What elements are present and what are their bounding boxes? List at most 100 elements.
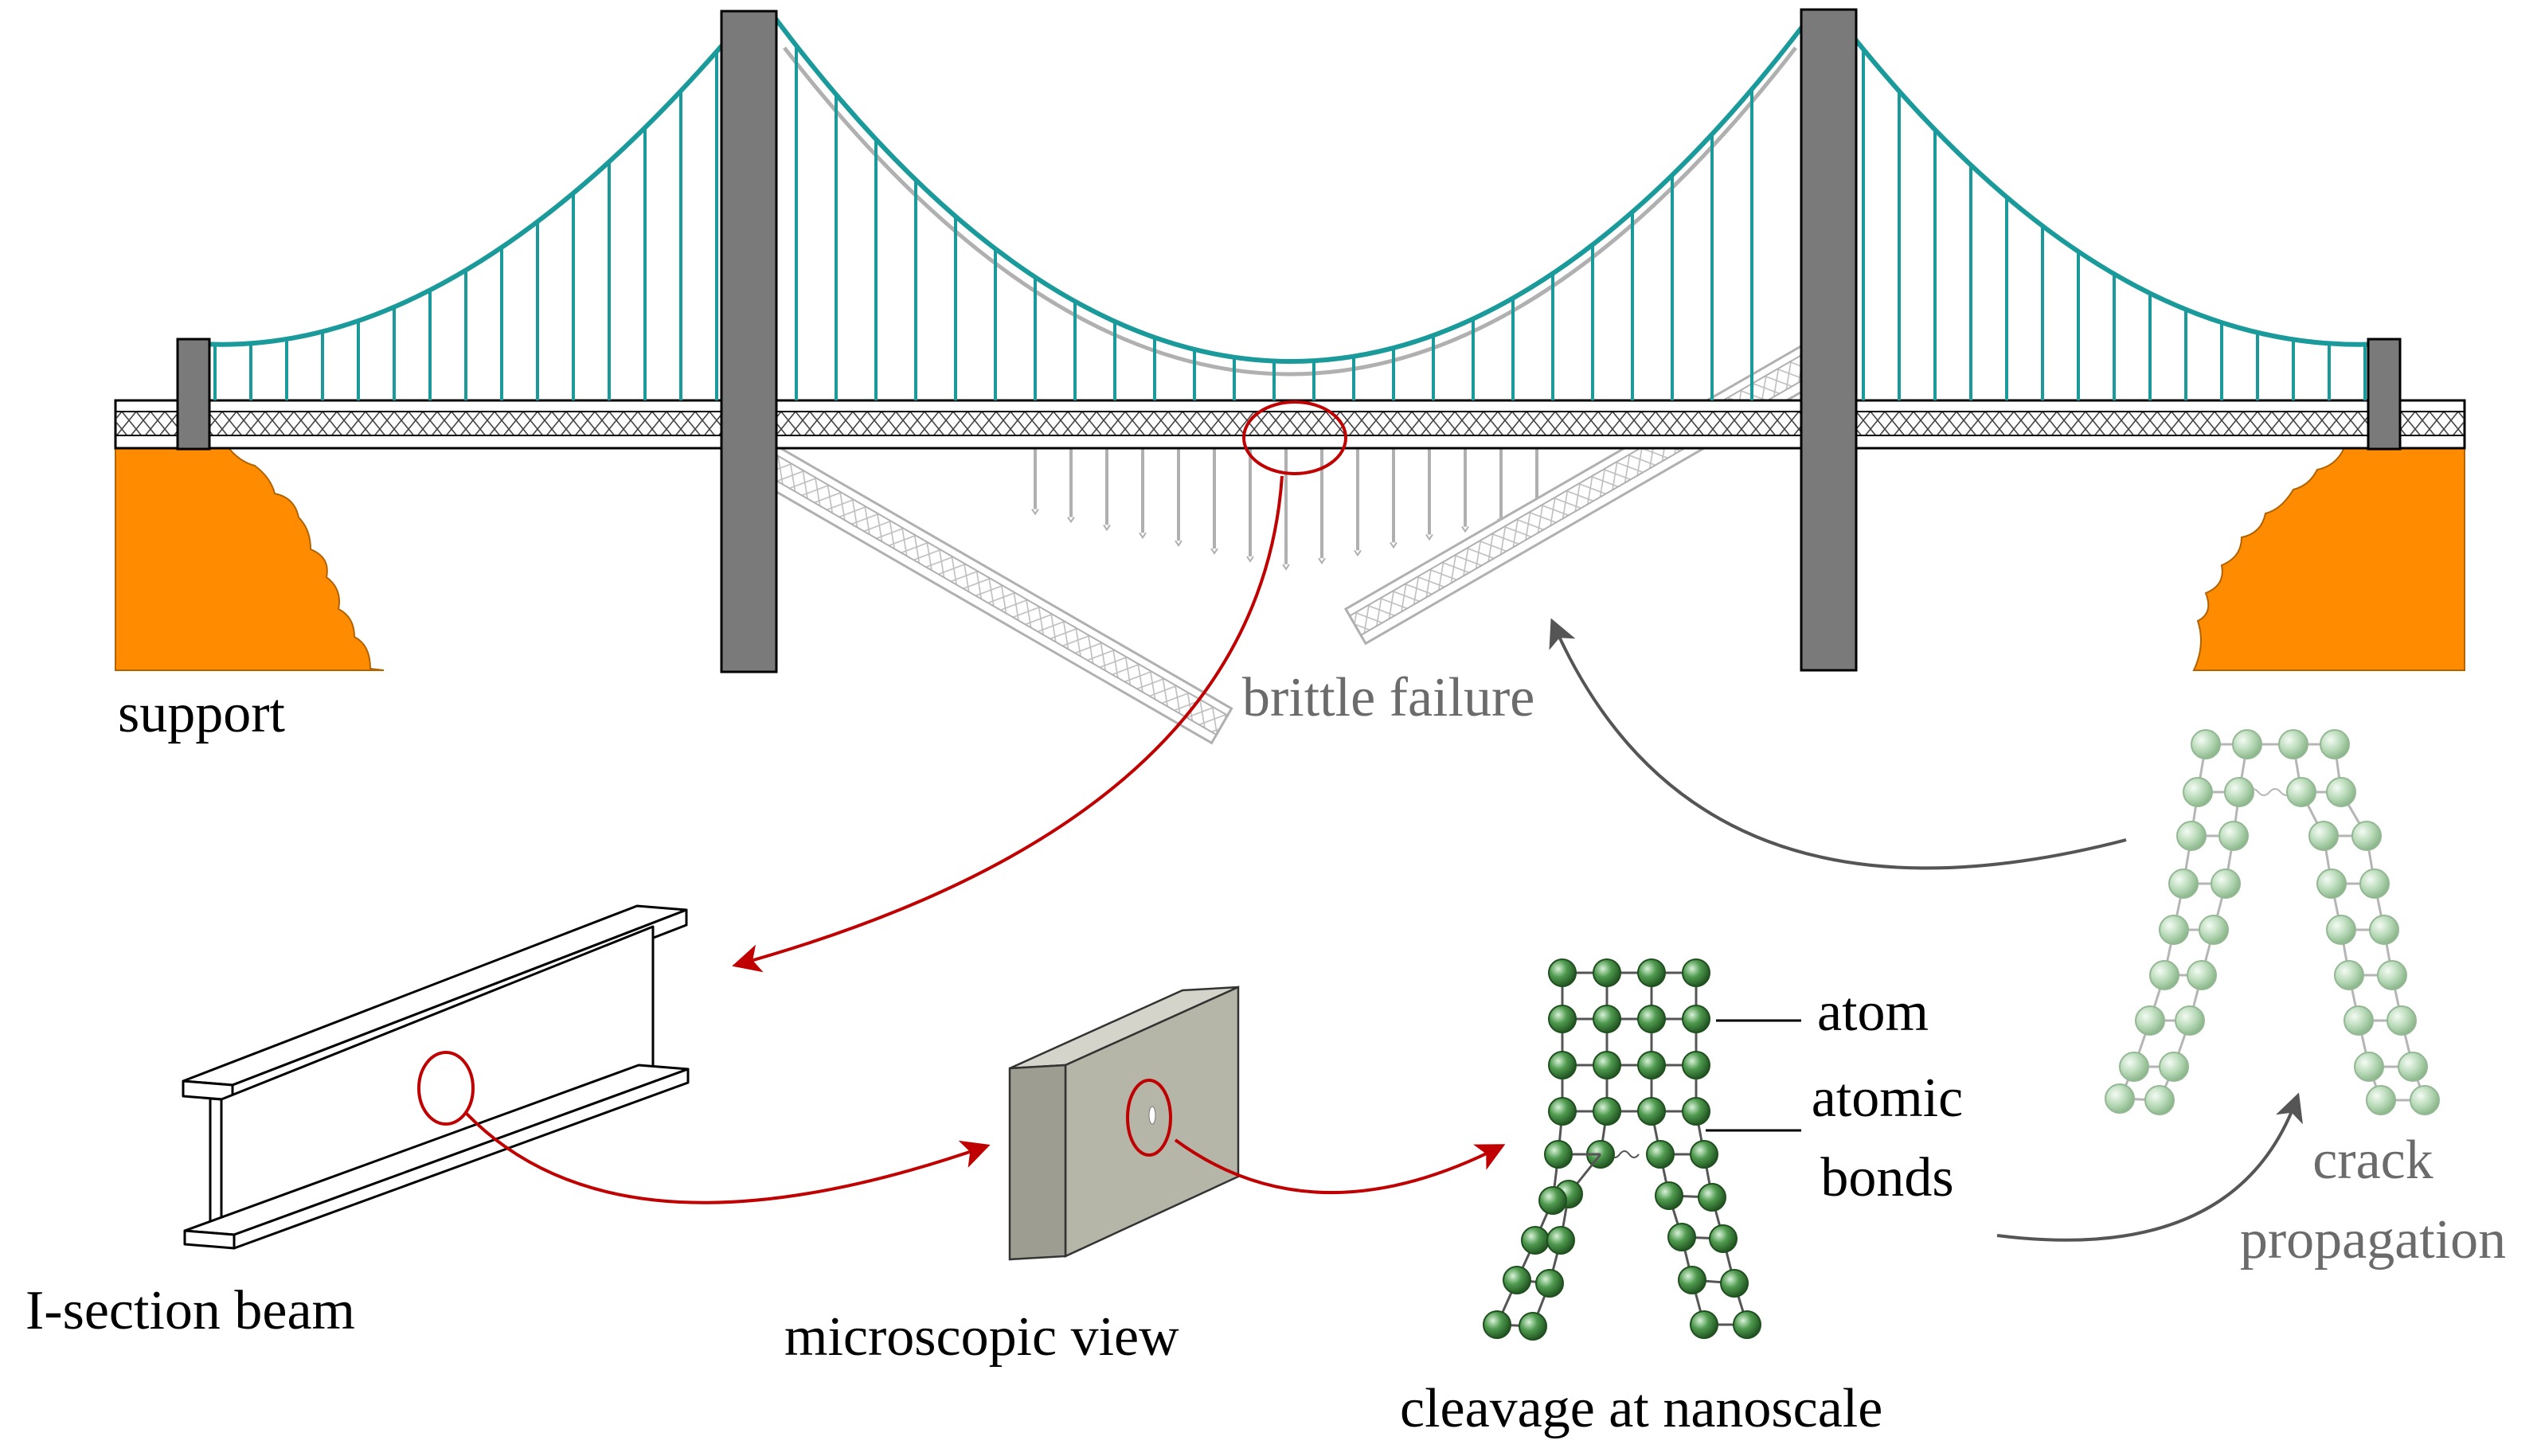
atomic-bonds-line1: atomic <box>1811 1068 1964 1129</box>
ghost-hanger-tip <box>1067 516 1075 524</box>
microscopic-plate <box>1008 986 1240 1261</box>
ghost-hanger-tip <box>1103 524 1111 532</box>
atom-sphere <box>2135 1005 2165 1036</box>
right-main-tower <box>1800 8 1858 672</box>
atom-sphere <box>1637 1051 1666 1079</box>
atom-sphere <box>1690 1310 1718 1339</box>
crack-propagation-label: crack propagation <box>2206 1133 2537 1268</box>
atom-sphere <box>1690 1140 1718 1169</box>
atom-sphere <box>2320 729 2350 759</box>
crack-line1: crack <box>2312 1130 2433 1191</box>
right-support <box>2192 445 2465 671</box>
atom-sphere <box>1593 958 1621 987</box>
ghost-hanger-tip <box>1175 540 1182 548</box>
atom-sphere <box>1483 1310 1511 1339</box>
atom-sphere <box>1637 1097 1666 1126</box>
atom-sphere <box>1548 1097 1577 1126</box>
atom-sphere <box>2344 1005 2374 1036</box>
atom-sphere <box>1678 1266 1706 1294</box>
atom-sphere <box>1544 1140 1573 1169</box>
atom-sphere <box>2218 821 2249 851</box>
atom-sphere <box>1538 1186 1567 1215</box>
arrow-deck-to-beam <box>732 475 1284 973</box>
atom-sphere <box>1519 1312 1547 1341</box>
falling-deck-right <box>1343 344 1823 646</box>
arrow-to-crack-propagation <box>1996 1092 2303 1242</box>
main-cables <box>201 13 2382 364</box>
atom-sphere <box>2326 915 2356 945</box>
atom-sphere <box>2119 1052 2149 1082</box>
arrow-beam-to-plate <box>464 1111 991 1204</box>
atom-sphere <box>2308 821 2339 851</box>
atom-sphere <box>1548 1051 1577 1079</box>
ghost-hanger-tip <box>1318 557 1326 565</box>
atom-sphere <box>2354 1052 2384 1082</box>
arrow-plate-to-atoms <box>1174 1138 1506 1194</box>
atom-sphere <box>2410 1085 2440 1115</box>
broken-bond-spring <box>2246 788 2293 796</box>
atom-sphere <box>2278 729 2308 759</box>
atom-sphere <box>1521 1226 1550 1255</box>
atom-sphere <box>2377 960 2407 990</box>
i-section-beam <box>182 904 690 1250</box>
ghost-hanger-tip <box>1461 526 1469 533</box>
atom-sphere <box>2232 729 2262 759</box>
atom-sphere <box>2386 1005 2417 1036</box>
support-label: support <box>118 683 285 744</box>
atom-sphere <box>2211 869 2241 899</box>
atom-sphere <box>1682 958 1710 987</box>
atom-sphere <box>2159 915 2189 945</box>
atom-sphere <box>2369 915 2399 945</box>
atom-sphere <box>1546 1226 1575 1255</box>
atom-sphere <box>1637 1005 1666 1033</box>
micro-crack <box>1148 1106 1156 1125</box>
brittle-failure-label: brittle failure <box>1242 667 1535 728</box>
atom-sphere <box>2351 821 2382 851</box>
atomic-lattice-crack-propagation <box>2105 729 2440 1115</box>
left-support <box>115 445 385 671</box>
atom-sphere <box>2191 729 2221 759</box>
ghost-hanger-tip <box>1210 548 1218 555</box>
atom-sphere <box>2187 960 2217 990</box>
atom-sphere <box>1548 1005 1577 1033</box>
atom-sphere <box>2224 777 2254 807</box>
failure-highlight-circle <box>1242 400 1347 475</box>
atom-sphere <box>1548 958 1577 987</box>
atomic-bonds-label: atomic bonds <box>1784 1071 1991 1206</box>
ghost-hanger-tip <box>1425 533 1433 541</box>
atom-sphere <box>2359 869 2390 899</box>
atom-sphere <box>2398 1052 2428 1082</box>
atom-sphere <box>1682 1051 1710 1079</box>
atom-sphere <box>2105 1083 2135 1114</box>
i-section-beam-label: I-section beam <box>25 1280 355 1341</box>
atom-sphere <box>2326 777 2356 807</box>
atom-sphere <box>2199 915 2229 945</box>
microscopic-view-label: microscopic view <box>784 1306 1179 1368</box>
plate-highlight-circle <box>1126 1079 1172 1157</box>
atom-sphere <box>1682 1097 1710 1126</box>
atom-sphere <box>1720 1269 1749 1298</box>
atom-label: atom <box>1817 982 1929 1043</box>
atom-sphere <box>1593 1005 1621 1033</box>
ghost-hangers <box>1031 446 1541 571</box>
beam-highlight-circle <box>417 1051 475 1126</box>
crack-line2: propagation <box>2239 1209 2507 1271</box>
atom-sphere <box>2176 821 2207 851</box>
atom-sphere <box>1503 1266 1531 1294</box>
left-main-tower <box>720 10 778 673</box>
bridge-deck <box>114 399 2466 450</box>
falling-deck-left <box>754 443 1233 745</box>
ghost-hanger-tip <box>1031 509 1039 516</box>
atomic-lattice-cleavage <box>1483 958 1761 1341</box>
ghost-hanger-tip <box>1246 556 1254 563</box>
atom-sphere <box>2168 869 2199 899</box>
atom-sphere <box>1698 1183 1726 1212</box>
ghost-hanger-tip <box>1354 549 1362 557</box>
atom-sphere <box>1593 1051 1621 1079</box>
cleavage-label: cleavage at nanoscale <box>1400 1378 1883 1439</box>
atom-sphere <box>2159 1052 2189 1082</box>
bridge-towers <box>176 8 2402 673</box>
atomic-bonds-line2: bonds <box>1820 1147 1954 1208</box>
atom-sphere <box>2149 960 2179 990</box>
